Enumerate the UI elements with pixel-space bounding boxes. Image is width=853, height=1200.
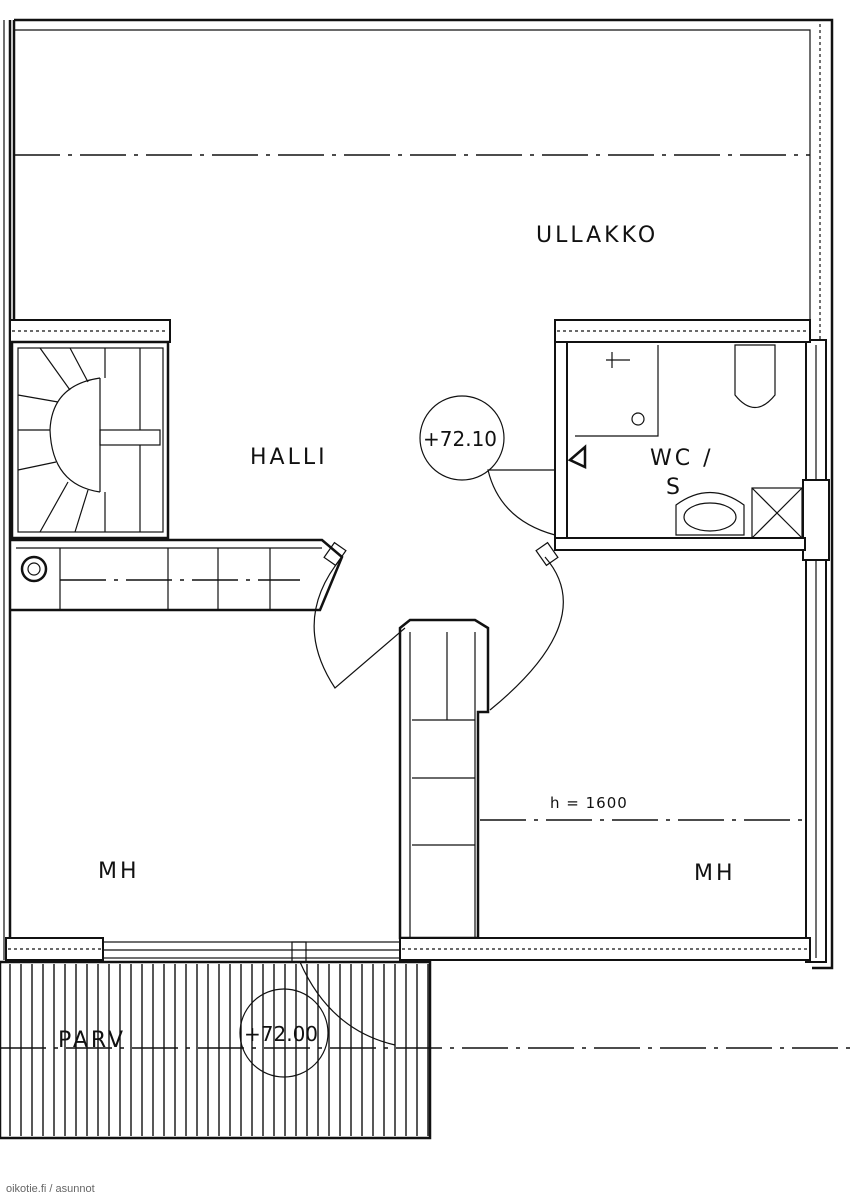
level-label-upper: +72.10 [423,427,497,451]
stove [20,555,48,583]
room-label-mh-right: MH [694,861,736,886]
room-label-parv: PARV [58,1028,126,1053]
dash-dot-lines [0,154,853,1049]
outer-walls [3,18,834,970]
door-swings [299,469,564,1046]
room-label-mh-left: MH [98,859,140,884]
room-label-wc-s: S [666,475,683,500]
balcony [0,960,432,1140]
height-dimension: h = 1600 [550,794,628,812]
level-marker-upper [419,395,505,481]
level-label-balcony: +72.00 [244,1022,318,1046]
watermark: oikotie.fi / asunnot [6,1183,95,1195]
staircase [17,347,161,533]
room-label-wc: WC / [650,446,714,471]
wc-fixtures [567,344,803,539]
room-label-halli: HALLI [250,445,328,470]
level-marker-balcony [239,988,329,1078]
room-label-ullakko: ULLAKKO [536,223,658,248]
